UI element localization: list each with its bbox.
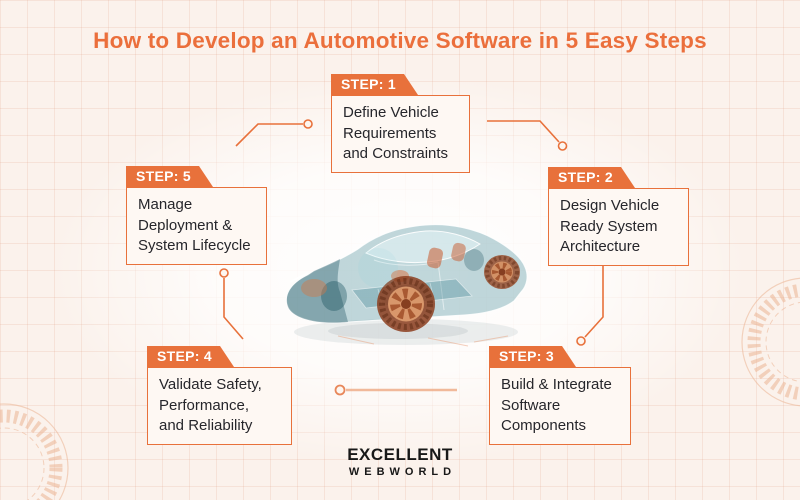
step-4-tab: STEP: 4 — [147, 346, 234, 367]
connector-step1-to-step2 — [487, 120, 568, 151]
logo-excellent: EXCELLENT — [347, 445, 453, 464]
gear-dashed-ring — [765, 301, 800, 383]
step-5-tab: STEP: 5 — [126, 166, 213, 187]
connector-step5-to-step4 — [219, 268, 244, 340]
step-1-tab: STEP: 1 — [331, 74, 418, 95]
glow-highlight — [358, 248, 398, 288]
step-2-tab: STEP: 2 — [548, 167, 635, 188]
step-4-text: Validate Safety, Performance, and Reliab… — [147, 367, 292, 446]
step-5-text: Manage Deployment & System Lifecycle — [126, 187, 267, 266]
front-motor — [301, 279, 327, 297]
rear-wheel — [484, 255, 520, 289]
step-1: STEP: 1 Define Vehicle Requirements and … — [331, 74, 470, 174]
logo-webworld: WEBWORLD — [348, 466, 457, 478]
car-illustration — [285, 224, 528, 347]
step-1-text: Define Vehicle Requirements and Constrai… — [331, 95, 470, 174]
step-3-text: Build & Integrate Software Components — [489, 367, 631, 446]
gear-ring-decoration-right — [741, 277, 800, 407]
step-5: STEP: 5 Manage Deployment & System Lifec… — [126, 166, 267, 266]
gear-tick-ring — [747, 283, 800, 401]
logo: EXCELLENT WEBWORLD — [0, 445, 800, 478]
step-3: STEP: 3 Build & Integrate Software Compo… — [489, 346, 631, 446]
step-2-text: Design Vehicle Ready System Architecture — [548, 188, 689, 267]
page-title: How to Develop an Automotive Software in… — [93, 28, 707, 53]
step-2: STEP: 2 Design Vehicle Ready System Arch… — [548, 167, 689, 267]
step-4: STEP: 4 Validate Safety, Performance, an… — [147, 346, 292, 446]
connector-step1-left — [235, 119, 313, 147]
connector-step4-to-step3 — [334, 384, 457, 396]
connector-step2-to-step3 — [576, 266, 604, 346]
step-3-tab: STEP: 3 — [489, 346, 576, 367]
